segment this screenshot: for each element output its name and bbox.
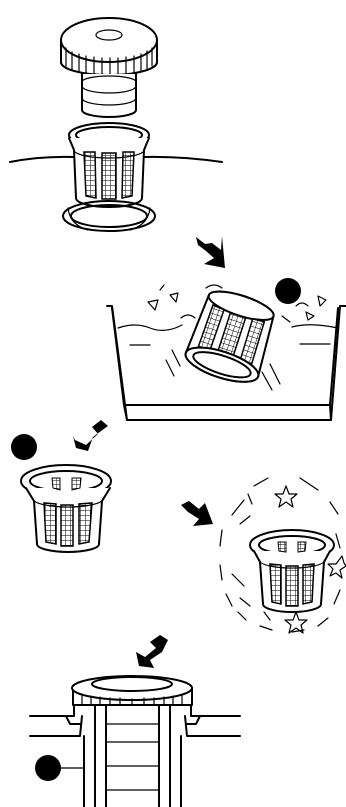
- bullet-dot-icon: [11, 434, 37, 460]
- step-4-clean-filter: [181, 478, 346, 633]
- installed-cap: [72, 676, 192, 705]
- bullet-dot-icon: [275, 278, 301, 304]
- arrow-icon: [196, 236, 225, 268]
- knurled-cap: [61, 18, 157, 76]
- step-2-soak-filter: [107, 278, 346, 420]
- step-5-reinstall-cap: [30, 635, 240, 807]
- filter-basket-3: [21, 465, 111, 552]
- filter-basket-2: [182, 285, 281, 389]
- step-3-filter: [11, 420, 111, 552]
- step-1-remove-filter: [10, 18, 222, 231]
- cap-neck: [82, 74, 136, 117]
- sparkle-star-icon: [328, 556, 346, 578]
- filter-basket-1: [69, 123, 149, 207]
- filter-basket-4: [250, 530, 334, 612]
- sink-cross-section: [30, 705, 240, 807]
- bullet-dot-icon: [35, 755, 61, 781]
- arrow-icon: [136, 635, 168, 668]
- sparkle-star-icon: [275, 486, 297, 507]
- arrow-icon: [181, 501, 213, 526]
- arrow-icon: [73, 420, 108, 451]
